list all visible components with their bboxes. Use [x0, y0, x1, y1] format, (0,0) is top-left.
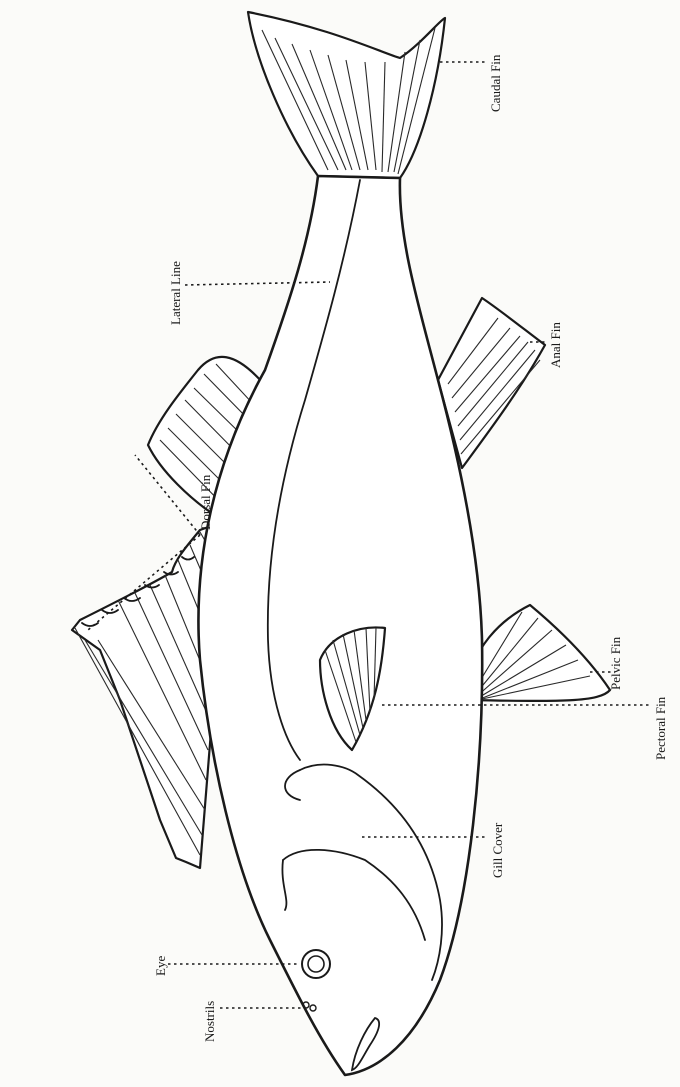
label-pectoral-fin: Pectoral Fin [653, 696, 668, 760]
label-eye: Eye [153, 956, 168, 976]
label-anal-fin: Anal Fin [548, 322, 563, 368]
label-pelvic-fin: Pelvic Fin [608, 636, 623, 690]
label-dorsal-fin: Dorsal Fin [198, 474, 213, 530]
fish-body [198, 176, 482, 1075]
label-gill-cover: Gill Cover [490, 822, 505, 878]
label-nostrils: Nostrils [202, 1001, 217, 1042]
label-lateral-line: Lateral Line [168, 261, 183, 325]
eye-pupil [308, 956, 324, 972]
label-caudal-fin: Caudal Fin [488, 54, 503, 112]
